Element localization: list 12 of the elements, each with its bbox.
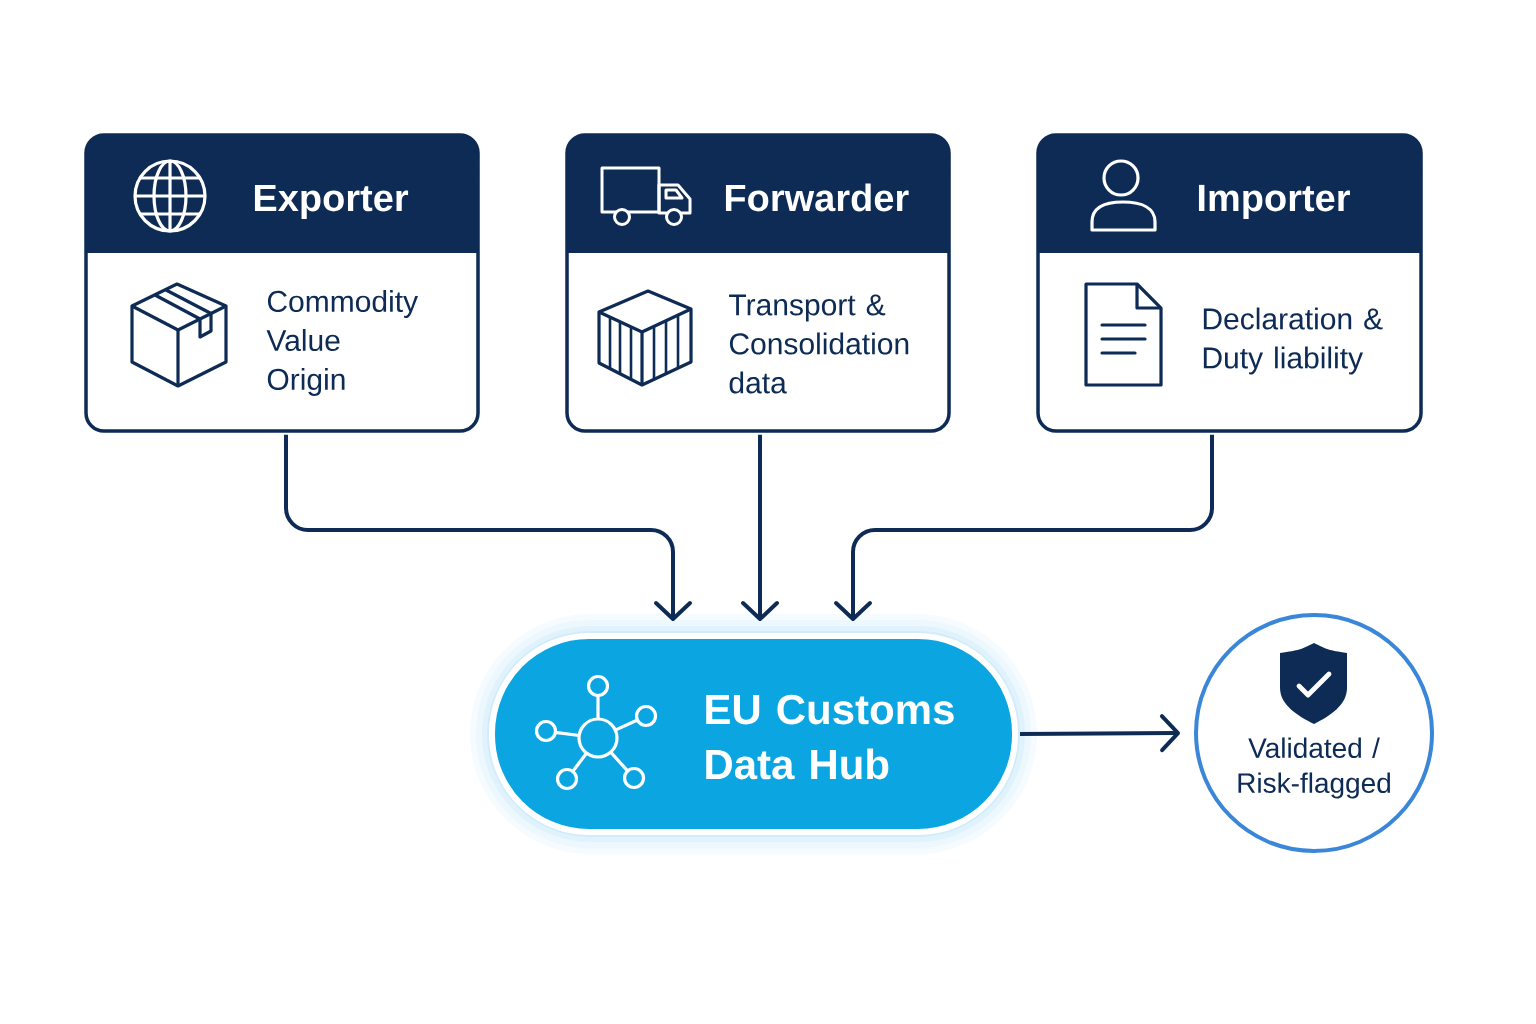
card-text: Transport & Consolidation data xyxy=(729,294,909,394)
arrow xyxy=(741,434,779,621)
pill-label: EU Customs Data Hub xyxy=(706,694,954,780)
card-text: Commodity Value Origin xyxy=(266,290,418,396)
card-title: Forwarder xyxy=(725,183,909,212)
arrow xyxy=(284,434,692,621)
arrow xyxy=(1020,714,1180,753)
card-text: Declaration & Duty liability xyxy=(1203,307,1383,375)
circle-label: Validated / Risk-flagged xyxy=(1238,737,1390,799)
arrow xyxy=(834,434,1214,621)
card-title: Importer xyxy=(1198,184,1350,219)
card-title: Exporter xyxy=(254,184,409,219)
